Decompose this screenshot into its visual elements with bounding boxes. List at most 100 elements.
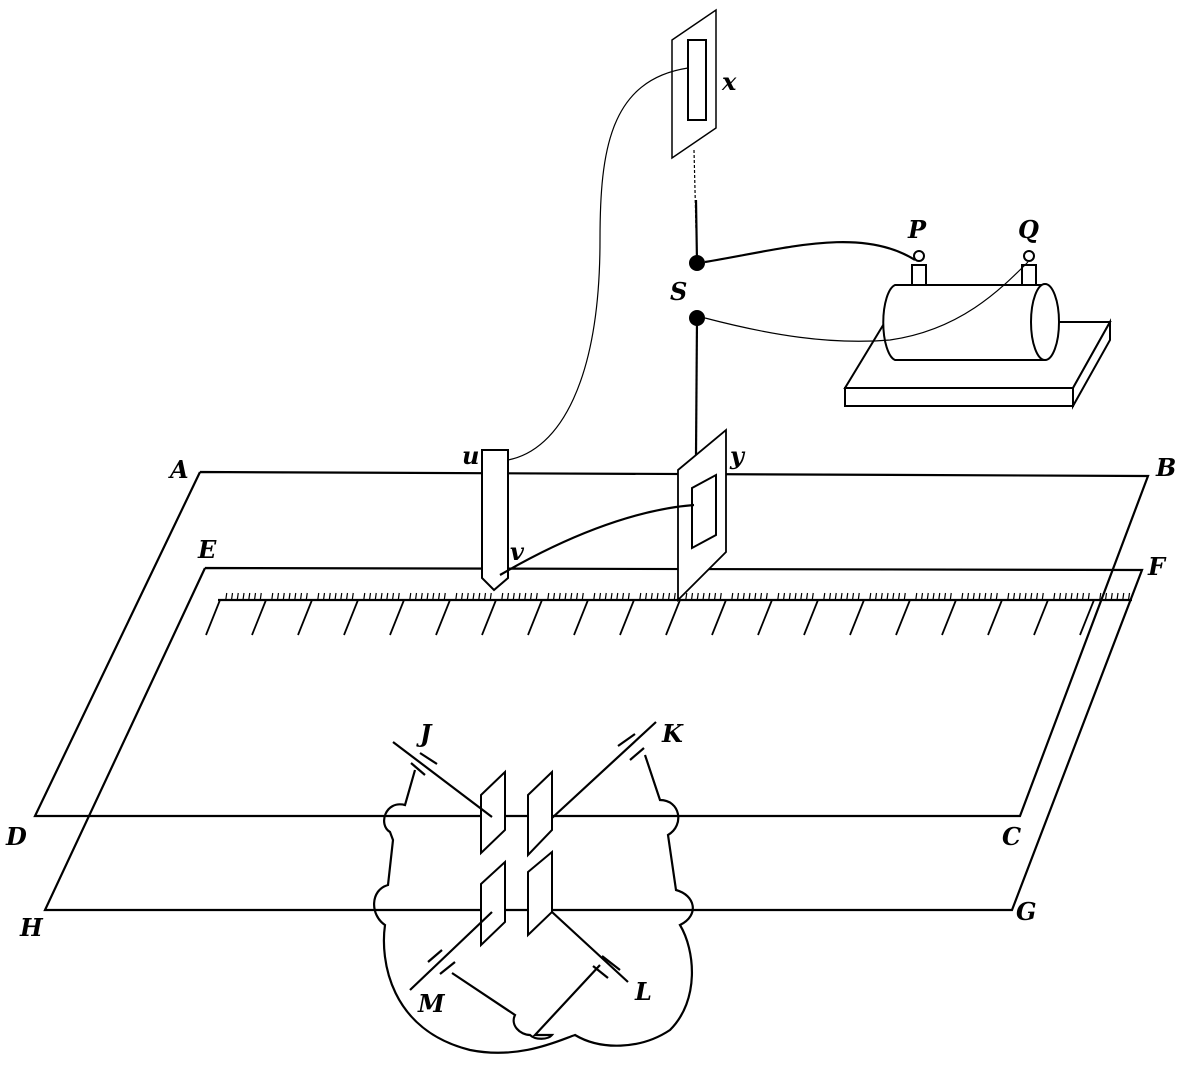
ruler-minor-tick — [903, 592, 906, 601]
label-u: u — [462, 441, 479, 470]
ruler-minor-tick — [1030, 592, 1033, 601]
wire-s-to-p — [704, 241, 916, 264]
ruler-minor-tick — [524, 592, 527, 601]
ruler-minor-tick — [466, 592, 469, 601]
ruler-major-tick — [987, 599, 1003, 636]
ruler-minor-tick — [374, 592, 377, 601]
label-v: v — [510, 537, 525, 566]
label-l: L — [634, 977, 652, 1006]
label-s: S — [670, 277, 687, 306]
ruler-minor-tick — [1007, 592, 1010, 601]
ruler-minor-tick — [236, 592, 239, 601]
ruler-minor-tick — [1110, 592, 1113, 601]
ruler-minor-tick — [225, 592, 228, 601]
ruler-ticks — [205, 592, 1131, 636]
ruler-minor-tick — [1122, 592, 1125, 601]
ruler-major-tick — [849, 599, 865, 636]
ruler-major-tick — [619, 599, 635, 636]
ruler-minor-tick — [1012, 592, 1016, 601]
ruler-minor-tick — [667, 592, 671, 601]
ruler-minor-tick — [978, 592, 981, 601]
label-d: D — [5, 822, 27, 851]
label-g: G — [1016, 897, 1037, 926]
ruler-minor-tick — [363, 592, 366, 601]
label-b: B — [1155, 453, 1176, 482]
ruler-minor-tick — [552, 592, 556, 601]
ruler-minor-tick — [1070, 592, 1073, 601]
ruler-minor-tick — [294, 592, 297, 601]
ruler-minor-tick — [794, 592, 797, 601]
ruler-major-tick — [1033, 599, 1049, 636]
ruler-minor-tick — [1116, 592, 1119, 601]
ruler-minor-tick — [834, 592, 837, 601]
label-x: x — [721, 67, 737, 96]
ruler-major-tick — [1079, 599, 1095, 636]
ruler-minor-tick — [472, 592, 475, 601]
ruler-minor-tick — [805, 592, 809, 601]
ruler-minor-tick — [644, 592, 648, 601]
ruler-minor-tick — [391, 592, 395, 601]
ruler-minor-tick — [696, 592, 699, 601]
ruler-minor-tick — [685, 592, 688, 601]
ruler-minor-tick — [708, 592, 711, 601]
label-y: y — [729, 441, 746, 470]
ruler-minor-tick — [869, 592, 872, 601]
ruler-major-tick — [435, 599, 451, 636]
ruler-minor-tick — [765, 592, 768, 601]
wire-x-to-u — [507, 67, 689, 461]
ruler-minor-tick — [846, 592, 849, 601]
ruler-minor-tick — [857, 592, 860, 601]
ruler-major-tick — [343, 599, 359, 636]
ruler-minor-tick — [989, 592, 993, 601]
ruler-minor-tick — [748, 592, 751, 601]
label-c: C — [1002, 822, 1021, 851]
ruler-minor-tick — [317, 592, 320, 601]
ruler-minor-tick — [938, 592, 941, 601]
ruler-minor-tick — [966, 592, 970, 601]
ruler-major-tick — [665, 599, 681, 636]
ruler-minor-tick — [719, 592, 722, 601]
ruler-minor-tick — [713, 592, 717, 601]
ruler-major-tick — [803, 599, 819, 636]
ruler-major-tick — [941, 599, 957, 636]
ruler-minor-tick — [282, 592, 285, 601]
circuit-bottom — [373, 721, 694, 1054]
ruler-minor-tick — [627, 592, 630, 601]
ruler-minor-tick — [322, 592, 326, 601]
ruler-minor-tick — [386, 592, 389, 601]
ruler-minor-tick — [650, 592, 653, 601]
ruler-minor-tick — [506, 592, 510, 601]
ruler-minor-tick — [754, 592, 757, 601]
label-q: Q — [1018, 215, 1039, 244]
ruler-minor-tick — [1087, 592, 1090, 601]
ruler-minor-tick — [1064, 592, 1067, 601]
ruler-minor-tick — [1018, 592, 1021, 601]
ruler-minor-tick — [610, 592, 613, 601]
induction-coil — [843, 250, 1112, 410]
ruler-minor-tick — [414, 592, 418, 601]
ruler-minor-tick — [593, 592, 596, 601]
ruler-minor-tick — [558, 592, 561, 601]
ruler-minor-tick — [230, 592, 234, 601]
ruler-minor-tick — [535, 592, 538, 601]
ruler-minor-tick — [777, 592, 780, 601]
ruler-minor-tick — [432, 592, 435, 601]
probe-u — [481, 449, 509, 592]
ruler-major-tick — [711, 599, 727, 636]
ruler-minor-tick — [639, 592, 642, 601]
ruler-minor-tick — [823, 592, 826, 601]
ruler-minor-tick — [972, 592, 975, 601]
ruler-minor-tick — [489, 592, 492, 601]
plate-x — [671, 8, 717, 160]
plate-y — [677, 428, 727, 603]
ruler-minor-tick — [811, 592, 814, 601]
ruler-minor-tick — [1053, 592, 1056, 601]
ruler-minor-tick — [518, 592, 521, 601]
ruler-minor-tick — [443, 592, 446, 601]
ruler-minor-tick — [501, 592, 504, 601]
ruler-minor-tick — [1081, 592, 1085, 601]
ruler-minor-tick — [828, 592, 832, 601]
ruler-minor-tick — [851, 592, 855, 601]
ruler-minor-tick — [995, 592, 998, 601]
